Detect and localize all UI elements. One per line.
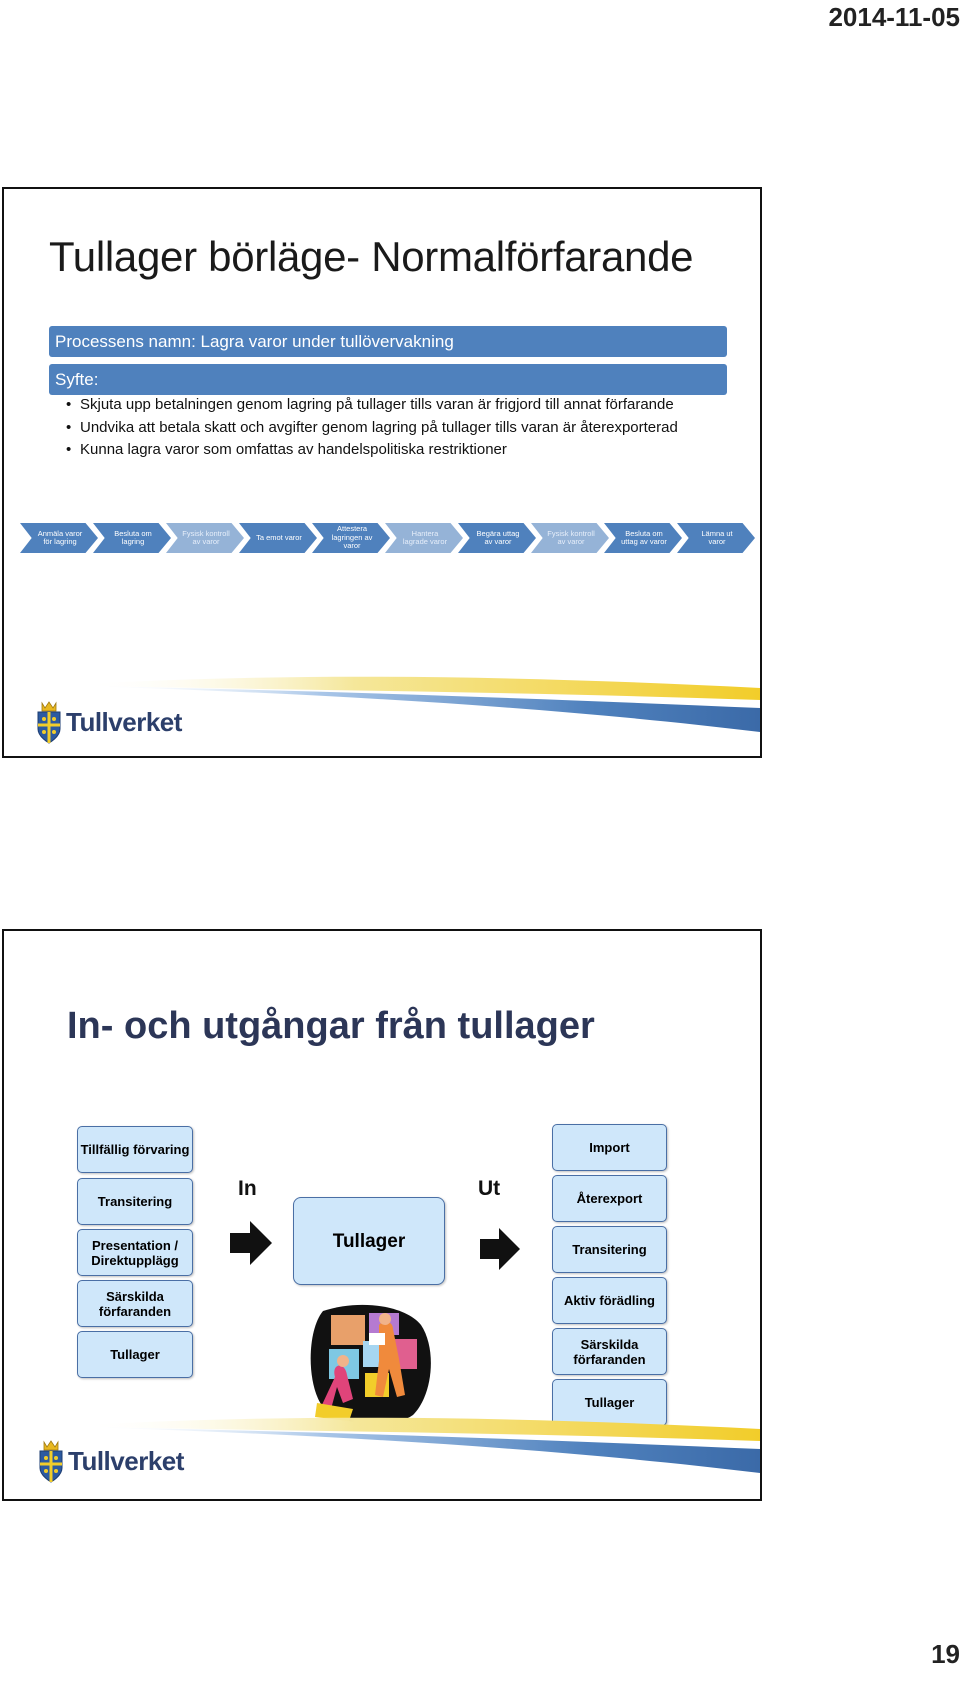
purpose-list: •Skjuta upp betalningen genom lagring på… xyxy=(66,394,678,462)
tullverket-logo: Tullverket xyxy=(34,699,182,745)
output-box: Återexport xyxy=(552,1175,667,1222)
slide-normal-procedure: Tullager börläge- Normalförfarande Proce… xyxy=(2,187,762,758)
process-step: Hantera lagrade varor xyxy=(385,523,463,553)
input-box: Transitering xyxy=(77,1178,193,1225)
tullverket-logo: Tullverket xyxy=(36,1438,184,1484)
process-step: Fysisk kontroll av varor xyxy=(531,523,609,553)
right-arrow-icon xyxy=(480,1228,520,1270)
slide-inputs-outputs: In- och utgångar från tullager Tillfälli… xyxy=(2,929,762,1501)
decorative-swoosh xyxy=(84,1417,760,1473)
input-box: Särskilda förfaranden xyxy=(77,1280,193,1327)
process-step: Ta emot varor xyxy=(239,523,317,553)
input-box: Tillfällig förvaring xyxy=(77,1126,193,1173)
process-step: Begära uttag av varor xyxy=(458,523,536,553)
process-step: Besluta om lagring xyxy=(93,523,171,553)
tullager-center-box: Tullager xyxy=(293,1197,445,1285)
process-steps: Anmäla varor för lagring Besluta om lagr… xyxy=(20,523,755,553)
out-label: Ut xyxy=(478,1177,501,1200)
output-box: Aktiv förädling xyxy=(552,1277,667,1324)
tullverket-crest-icon xyxy=(39,1440,63,1483)
output-box: Transitering xyxy=(552,1226,667,1273)
page-date: 2014-11-05 xyxy=(828,2,960,32)
process-step: Attestera lagringen av varor xyxy=(312,523,390,553)
input-box: Presentation / Direktupplägg xyxy=(77,1229,193,1276)
decorative-swoosh xyxy=(84,676,760,732)
tullverket-crest-icon xyxy=(37,701,61,744)
right-arrow-icon xyxy=(230,1221,272,1265)
purpose-bar: Syfte: xyxy=(49,364,727,395)
slide-title: Tullager börläge- Normalförfarande xyxy=(49,233,694,280)
input-box: Tullager xyxy=(77,1331,193,1378)
purpose-item: •Undvika att betala skatt och avgifter g… xyxy=(66,418,678,436)
page-number: 19 xyxy=(931,1639,960,1669)
process-step: Anmäla varor för lagring xyxy=(20,523,98,553)
process-name-bar: Processens namn: Lagra varor under tullö… xyxy=(49,326,727,357)
purpose-item: •Kunna lagra varor som omfattas av hande… xyxy=(66,441,507,458)
in-label: In xyxy=(238,1177,257,1200)
process-step: Lämna ut varor xyxy=(677,523,755,553)
output-box: Särskilda förfaranden xyxy=(552,1328,667,1375)
warehouse-workers-clipart xyxy=(310,1304,431,1425)
logo-text: Tullverket xyxy=(68,1445,184,1476)
purpose-item: •Skjuta upp betalningen genom lagring på… xyxy=(66,396,674,413)
process-step: Fysisk kontroll av varor xyxy=(166,523,244,553)
slide-title: In- och utgångar från tullager xyxy=(67,1005,595,1047)
logo-text: Tullverket xyxy=(66,706,182,737)
process-step: Besluta om uttag av varor xyxy=(604,523,682,553)
output-box: Import xyxy=(552,1124,667,1171)
